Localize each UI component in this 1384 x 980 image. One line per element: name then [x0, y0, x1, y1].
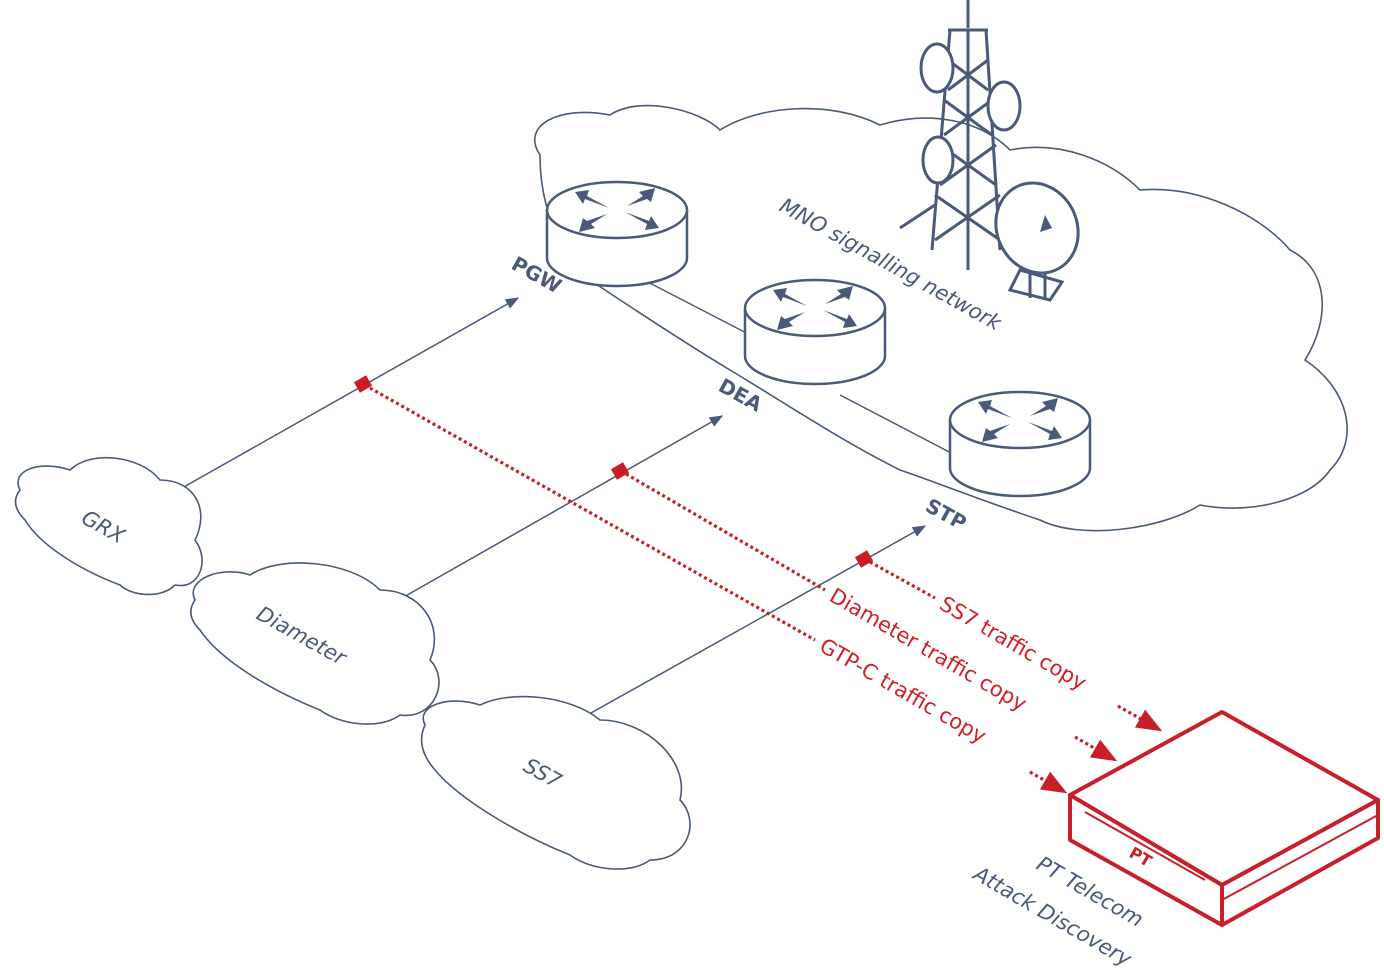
ss7-copy-line-a [869, 560, 936, 600]
dea-router-icon [743, 278, 887, 386]
gtpc-copy-line-b [1029, 770, 1068, 794]
gtpc-copy-line-a [369, 386, 816, 642]
pgw-router-icon [545, 180, 689, 288]
diameter-copy-line-a [625, 472, 826, 592]
stp-router-icon [948, 390, 1092, 498]
mno-cloud [533, 104, 1348, 532]
gtpc-tap-point [353, 375, 373, 393]
stp-label: STP [922, 493, 971, 535]
grx-cloud [14, 456, 203, 596]
link-pgw-dea [639, 277, 761, 341]
gtpc-copy-label: GTP-C traffic copy [816, 634, 991, 749]
pt-appliance [1068, 710, 1380, 927]
diameter-tap-point [610, 462, 630, 480]
diameter-to-dea-arrow [401, 415, 724, 599]
cell-tower-icon [899, 0, 1080, 302]
diameter-cloud [190, 562, 440, 725]
ss7-cloud [420, 695, 691, 870]
link-dea-stp [839, 394, 956, 456]
grx-to-pgw-arrow [174, 297, 520, 493]
diameter-copy-line-b [1074, 735, 1118, 762]
ss7-copy-line-b [1117, 704, 1163, 732]
ss7-tap-point [854, 550, 874, 568]
